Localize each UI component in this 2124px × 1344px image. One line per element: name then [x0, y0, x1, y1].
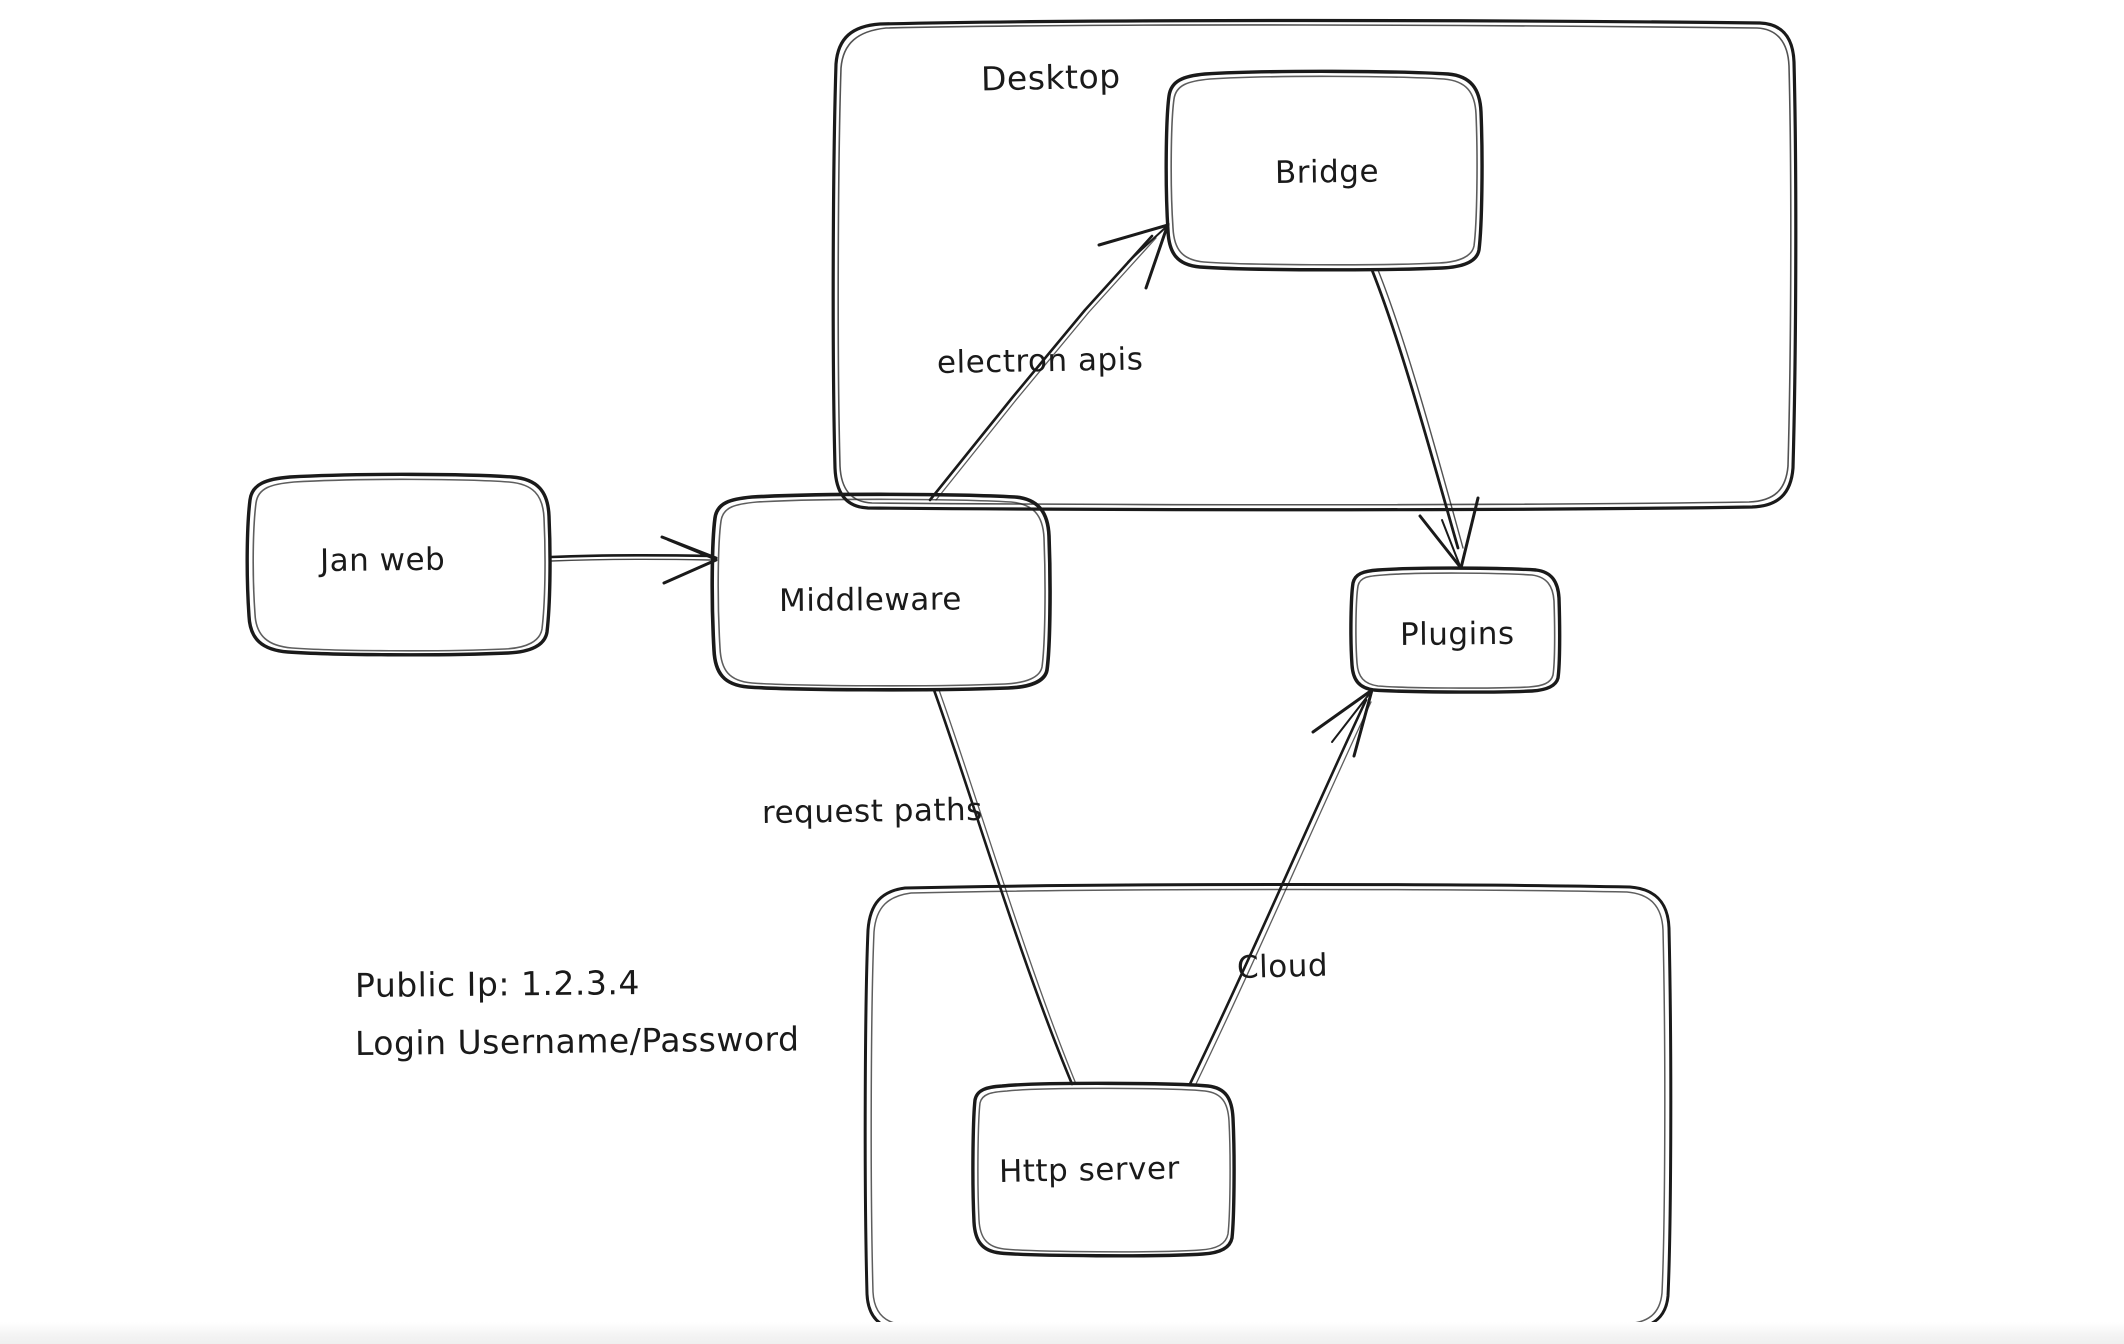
- edge-middleware-to-http-server: [932, 688, 1077, 1086]
- node-label-middleware: Middleware: [778, 581, 963, 619]
- canvas-bottom-edge: [0, 1322, 2124, 1344]
- edge-jan-web-to-middleware: [549, 535, 718, 585]
- note-public-ip: Public Ip: 1.2.3.4: [354, 963, 641, 1005]
- node-label-http-server: Http server: [998, 1150, 1181, 1190]
- edge-label-request-paths: request paths: [761, 791, 984, 831]
- edge-label-cloud: Cloud: [1236, 947, 1329, 986]
- node-jan-web-outline: [245, 472, 552, 657]
- node-label-bridge: Bridge: [1274, 153, 1380, 191]
- group-desktop-outline: [831, 18, 1798, 512]
- node-label-jan-web: Jan web: [319, 541, 446, 579]
- node-bridge-outline: [1164, 69, 1484, 272]
- edge-middleware-to-bridge: [928, 222, 1170, 502]
- edge-bridge-to-plugins: [1370, 268, 1480, 570]
- node-label-plugins: Plugins: [1399, 615, 1515, 653]
- edge-label-electron-apis: electron apis: [936, 341, 1144, 381]
- node-plugins-outline: [1349, 566, 1562, 694]
- group-label-desktop: Desktop: [980, 56, 1121, 99]
- node-http-server-outline: [971, 1081, 1236, 1258]
- edge-http-server-to-plugins: [1188, 688, 1374, 1087]
- note-login-credentials: Login Username/Password: [354, 1019, 800, 1063]
- node-middleware-outline: [710, 492, 1052, 692]
